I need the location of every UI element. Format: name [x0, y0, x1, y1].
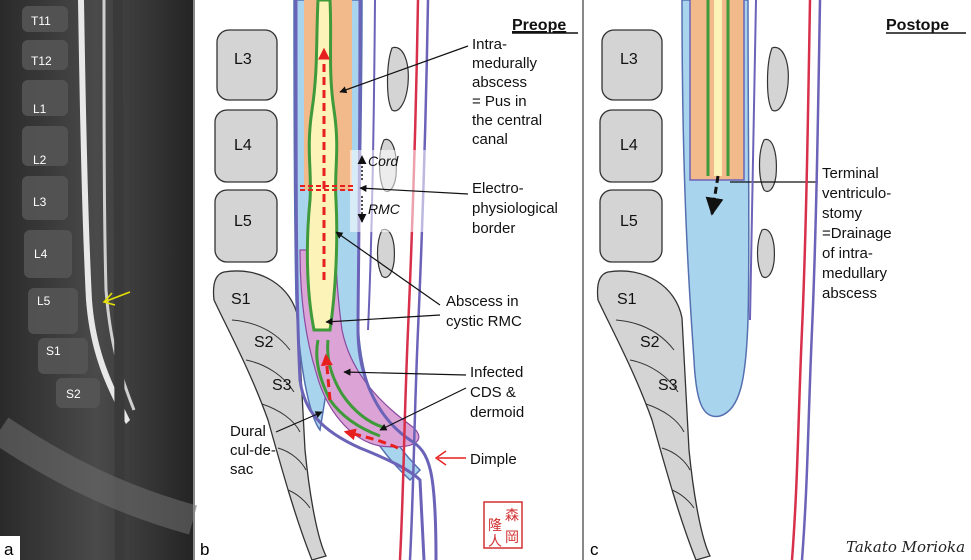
infected-label-2: CDS &: [470, 384, 516, 401]
dural-label-2: cul-de-: [230, 442, 276, 459]
seal-char-3: 岡: [505, 530, 519, 546]
postop-label-s3: S3: [658, 377, 678, 394]
rmc-label: RMC: [368, 201, 401, 217]
postop-label-l4: L4: [620, 137, 638, 154]
preop-label-s3: S3: [272, 377, 292, 394]
postop-label-l5: L5: [620, 213, 638, 230]
mri-label-l5: L5: [37, 294, 51, 308]
abscess-label-5: the central: [472, 112, 542, 129]
mri-label-t11: T11: [31, 14, 51, 28]
panel-a-letter: a: [4, 540, 14, 559]
mri-label-l2: L2: [33, 153, 47, 167]
abscess-label-3: abscess: [472, 74, 527, 91]
ventriculo-label-6: medullary: [822, 265, 888, 282]
dimple-label: Dimple: [470, 451, 517, 468]
preop-label-s1: S1: [231, 291, 251, 308]
seal-char-4: 人: [488, 534, 502, 550]
postop-label-l3: L3: [620, 51, 638, 68]
cystic-label-2: cystic RMC: [446, 313, 522, 330]
ventriculo-label-3: stomy: [822, 205, 863, 222]
panel-c-letter: c: [590, 540, 599, 559]
infected-label-3: dermoid: [470, 404, 524, 421]
mri-label-l3: L3: [33, 195, 47, 209]
preop-title: Preope: [512, 17, 566, 34]
mri-label-l1: L1: [33, 102, 47, 116]
border-label-3: border: [472, 220, 515, 237]
preop-label-l5: L5: [234, 213, 252, 230]
preop-label-s2: S2: [254, 334, 274, 351]
abscess-label-4: = Pus in: [472, 93, 527, 110]
ventriculo-label-5: of intra-: [822, 245, 873, 262]
postop-label-s1: S1: [617, 291, 637, 308]
mri-label-t12: T12: [31, 54, 52, 68]
panel-a-mri: T11 T12 L1 L2 L3 L4 L5 S1 S2 a: [0, 0, 193, 560]
panel-c-postop: L3 L4 L5 S1 S2 S3 Postope Terminal ventr…: [586, 0, 966, 560]
ventriculo-label-4: =Drainage: [822, 225, 892, 242]
dural-label-1: Dural: [230, 423, 266, 440]
mri-label-s1: S1: [46, 344, 61, 358]
abscess-label-1: Intra-: [472, 36, 507, 53]
seal-char-1: 森: [505, 508, 519, 524]
dural-label-3: sac: [230, 461, 254, 478]
postop-label-s2: S2: [640, 334, 660, 351]
seal-char-2: 隆: [488, 518, 502, 534]
cord-label: Cord: [368, 153, 400, 169]
infected-label-1: Infected: [470, 364, 523, 381]
postop-title: Postope: [886, 17, 949, 34]
cystic-label-1: Abscess in: [446, 293, 519, 310]
panel-b-preop: L3 L4 L5 S1 S2 S3 Preope Intra- medurall…: [196, 0, 578, 560]
border-label-1: Electro-: [472, 180, 524, 197]
panel-b-letter: b: [200, 540, 209, 559]
border-label-2: physiological: [472, 200, 558, 217]
mri-label-s2: S2: [66, 387, 81, 401]
abscess-label-6: canal: [472, 131, 508, 148]
dimple-arrow-icon: [436, 451, 466, 465]
artist-seal: 森 隆 岡 人: [484, 502, 522, 550]
preop-label-l4: L4: [234, 137, 252, 154]
ventriculo-label-7: abscess: [822, 285, 877, 302]
mri-label-l4: L4: [34, 247, 48, 261]
artist-signature: Takato Morioka: [846, 538, 965, 556]
abscess-label-2: medurally: [472, 55, 538, 72]
preop-label-l3: L3: [234, 51, 252, 68]
ventriculo-label-2: ventriculo-: [822, 185, 891, 202]
ventriculo-label-1: Terminal: [822, 165, 879, 182]
